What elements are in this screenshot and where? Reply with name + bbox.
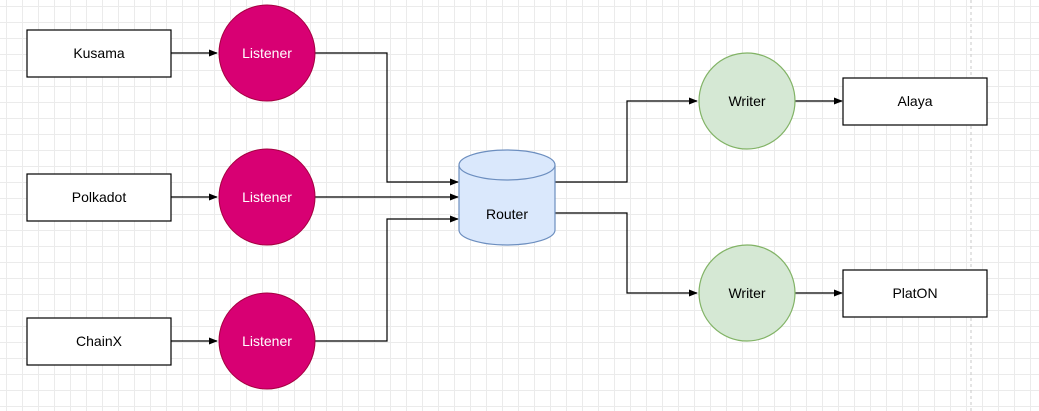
listener-node-2[interactable]: Listener (218, 148, 316, 246)
listener-node-3[interactable]: Listener (218, 292, 316, 390)
target-node-platon[interactable]: PlatON (842, 269, 988, 318)
writer-node-2[interactable]: Writer (698, 244, 796, 342)
target-label: PlatON (892, 285, 937, 301)
router-label: Router (486, 206, 528, 222)
edge-listener1-router (315, 52, 459, 186)
writer-label: Writer (728, 93, 765, 109)
listener-label: Listener (242, 45, 292, 61)
source-node-kusama[interactable]: Kusama (26, 29, 172, 78)
target-label: Alaya (897, 93, 932, 109)
source-label: ChainX (76, 333, 123, 349)
source-label: Polkadot (72, 189, 127, 205)
writer-label: Writer (728, 285, 765, 301)
listener-node-1[interactable]: Listener (218, 4, 316, 102)
target-node-alaya[interactable]: Alaya (842, 77, 988, 126)
edge-router-writer1 (555, 97, 698, 183)
writer-node-1[interactable]: Writer (698, 52, 796, 150)
edge-listener3-router (315, 215, 459, 342)
listener-label: Listener (242, 189, 292, 205)
source-node-chainx[interactable]: ChainX (26, 317, 172, 366)
listener-label: Listener (242, 333, 292, 349)
source-label: Kusama (73, 45, 125, 61)
edge-router-writer2 (555, 212, 698, 297)
router-node[interactable]: Router (458, 149, 556, 246)
edges (171, 49, 843, 345)
source-node-polkadot[interactable]: Polkadot (26, 173, 172, 222)
